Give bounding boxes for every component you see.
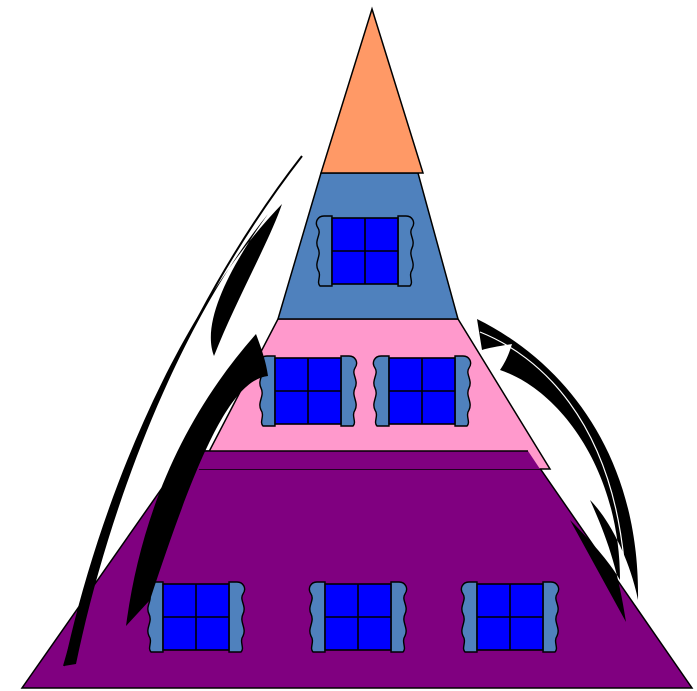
pyramid-tier-base-overlap: [176, 451, 540, 469]
window-second-1: [316, 216, 413, 286]
window-base-3: [461, 582, 558, 652]
pyramid-tier-top: [321, 9, 423, 173]
window-third-2: [373, 356, 470, 426]
window-base-1: [147, 582, 244, 652]
window-third-1: [259, 356, 356, 426]
window-base-2: [309, 582, 406, 652]
